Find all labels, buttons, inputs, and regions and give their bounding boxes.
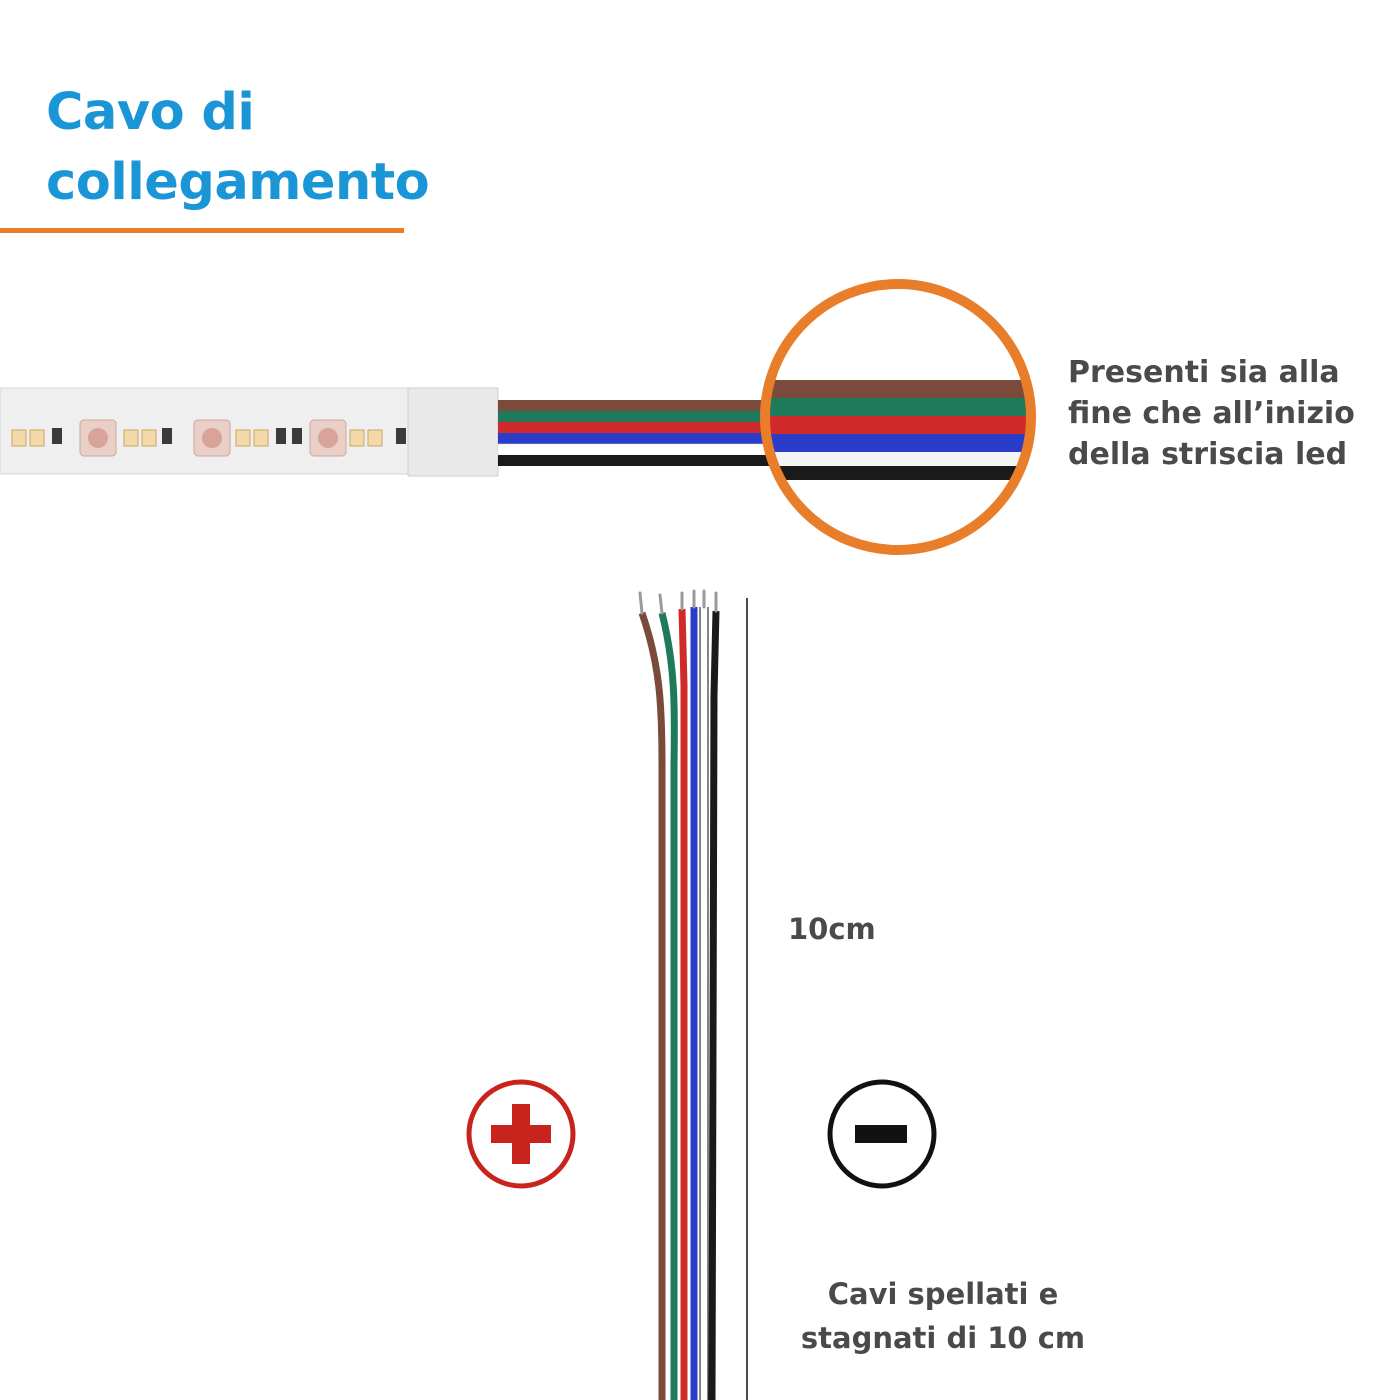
stripped-cables-caption: Cavi spellati e stagnati di 10 cm [780,1272,1106,1360]
note-line-3: della striscia led [1068,437,1348,472]
led-chips [11,419,406,457]
page-title-line-2: collegamento [46,153,430,212]
magnifier-ring [760,279,1036,555]
caption-line-2: stagnati di 10 cm [800,1321,1086,1355]
wire-black [708,610,720,1400]
length-label: 10cm [788,912,876,946]
note-line-1: Presenti sia alla [1068,355,1340,390]
minus-circle-icon [827,1079,937,1189]
led-strip-illustration [0,279,1036,555]
cable-position-note: Presenti sia alla fine che all’inizio de… [1068,352,1355,475]
caption-line-1: Cavi spellati e [827,1277,1059,1311]
title-underline [0,228,404,233]
wire-green [658,612,678,1400]
plus-circle-icon [466,1079,576,1189]
note-line-2: fine che all’inizio [1068,396,1355,431]
wire-red [678,608,688,1400]
length-measure-line [746,598,748,1400]
page-title-line-1: Cavo di [46,83,255,142]
page-title: Cavo di collegamento [46,78,430,218]
wire-brown [638,611,666,1400]
magnified-wires [765,284,1031,550]
stripped-wires-illustration [638,589,720,1400]
strip-connector [407,387,499,477]
